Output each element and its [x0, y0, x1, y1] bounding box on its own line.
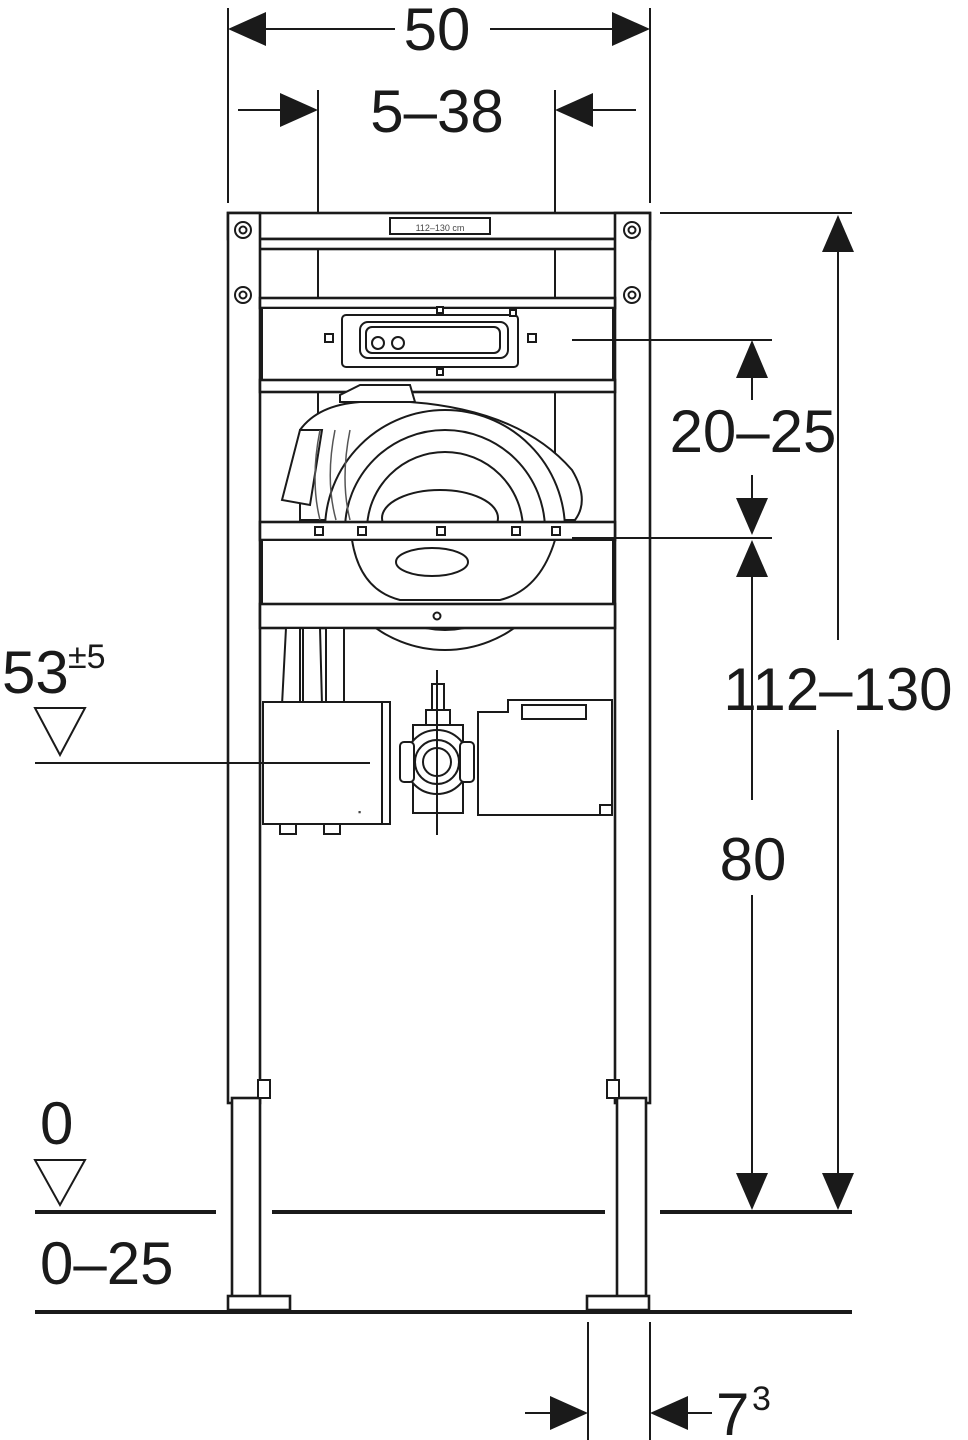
control-box: ▪	[262, 701, 391, 835]
frame-range-label: 112–130 cm	[416, 223, 465, 233]
inner-width-label: 5–38	[370, 78, 503, 145]
mid-height-label: 80	[720, 826, 787, 893]
foot-offset-dimension: 7 3	[525, 1322, 771, 1440]
floor-level-marker: 0	[33, 1090, 852, 1214]
rail-slots	[314, 526, 561, 536]
flush-actuator	[324, 306, 537, 376]
actuator-offset-dimension: 20–25	[572, 339, 837, 539]
total-height-label: 112–130	[723, 656, 952, 723]
total-height-dimension: 112–130	[660, 212, 953, 1210]
mid-height-dimension: 80	[720, 540, 787, 1210]
foot-offset-label: 7	[716, 1381, 749, 1440]
leg-extension-dimension: 0–25	[35, 1230, 852, 1314]
junction-box	[477, 699, 613, 816]
actuator-offset-label: 20–25	[670, 398, 837, 465]
floor-level-label: 0	[40, 1090, 73, 1157]
leg-extension-label: 0–25	[40, 1230, 173, 1297]
mounting-holes	[234, 221, 641, 304]
drain-outlet	[399, 670, 475, 835]
supply-pipes	[280, 627, 345, 706]
foot-offset-superscript: 3	[752, 1380, 771, 1418]
drain-height-marker: 53 ±5	[2, 638, 370, 764]
inner-width-dimension: 5–38	[238, 78, 636, 530]
total-width-label: 50	[404, 0, 471, 63]
svg-text:▪: ▪	[358, 807, 361, 817]
drain-height-label: 53	[2, 639, 69, 706]
drain-height-tolerance: ±5	[68, 638, 106, 676]
total-width-dimension: 50	[227, 0, 651, 203]
mounting-frame: 112–130 cm	[226, 211, 652, 1312]
